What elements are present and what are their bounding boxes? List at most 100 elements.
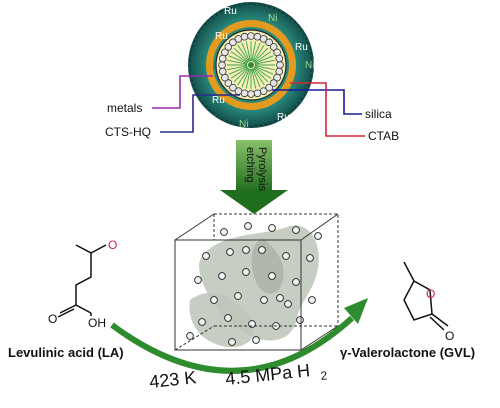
reaction-temperature: 423 K [148,367,197,392]
pressure-text: 4.5 MPa H [224,360,311,389]
metals-leader-line [152,75,213,109]
ctab-chain [254,51,272,64]
silica-sphere [259,35,268,43]
cts-leader-line [160,94,240,133]
metal-nanoparticle [220,228,228,236]
ctab-chain [228,66,248,75]
metal-nanoparticles [186,222,322,346]
metal-nanoparticle [284,300,292,308]
silica-leader-line [272,89,362,115]
ni-label: Ni [268,13,277,24]
ctab-micelle [227,41,275,89]
ctab-chain [251,41,257,62]
metal-nanoparticle [292,278,300,286]
silica-sphere [247,90,255,98]
silica-sphere [218,67,227,76]
ctab-chain [252,44,265,62]
silica-sphere [221,48,229,57]
silica-sphere [269,79,278,87]
metal-nanoparticle [314,232,322,240]
metal-nanoparticle [226,248,234,256]
ctab-label: CTAB [368,129,399,143]
reaction-arrow-head [344,298,368,324]
ctab-chain [254,66,272,79]
ctab-chain [254,59,275,65]
ctab-chain [252,42,261,62]
levulinic-acid-structure [57,244,107,318]
silica-sphere [224,79,233,87]
silica-spheres [218,32,284,98]
ctab-chain [252,68,265,86]
metal-nanoparticle [242,246,250,254]
metal-nanoparticle [224,314,232,322]
metal-nanoparticle [258,246,266,254]
silica-sphere [229,38,237,47]
cts-hq-label: CTS-HQ [105,125,151,139]
ring-oxygen: O [426,287,435,301]
metal-nanoparticle [242,268,250,276]
silica-sphere [265,83,273,92]
metal-nanoparticle [260,296,268,304]
reaction-arrow [110,315,355,374]
ru-label: Ru [212,95,225,106]
metal-nanoparticle [296,316,304,324]
metal-nanoparticle [268,224,276,232]
metal-nanoparticle [252,336,260,344]
silica-sphere [265,38,273,47]
pore-network [189,293,255,348]
silica-sphere [247,32,255,40]
ctab-chain [253,67,269,83]
ni-label: Ni [305,60,314,71]
ctab-chain [241,42,250,62]
silica-sphere [273,73,281,82]
metal-nanoparticle [228,338,236,346]
ctab-chain [254,66,274,75]
reaction-pressure: 4.5 MPa H 2 [224,360,328,389]
ctab-chain [228,55,248,64]
ctab-chain [230,66,248,79]
ctab-chain [245,41,251,62]
silica-label: silica [365,107,392,121]
ctab-chain [233,47,249,63]
silica-sphere [218,61,226,69]
metal-nanoparticle [198,318,206,326]
metal-nanoparticle [276,294,284,302]
metal-nanoparticle [282,252,290,260]
ketone-oxygen: O [108,238,117,252]
ni-label: Ni [239,119,248,130]
product-name: γ-Valerolactone (GVL) [340,345,475,360]
gvl-structure [403,261,449,331]
silica-sphere [224,43,233,51]
core-shell-particle: Ru Ru Ru Ru Ru Ni Ni Ni [188,2,314,130]
ctab-chain [227,59,248,65]
process-arrow: etching Pyrolysis [220,140,288,214]
ctab-chain [254,65,275,71]
ctab-chain [227,65,248,71]
acid-oxygen: O [48,312,57,326]
silica-sphere [253,89,262,98]
ctab-chain [233,67,249,83]
ctab-chain [230,51,248,64]
ctab-chain [252,68,261,88]
metal-nanoparticle [308,296,316,304]
porous-carbon-cube [174,213,339,351]
metal-nanoparticle [202,252,210,260]
etching-label: etching [244,147,256,182]
metal-nanoparticle [218,272,226,280]
ctab-chain [237,68,250,86]
ctab-chain [241,68,250,88]
metal-nanoparticle [292,226,300,234]
metal-nanoparticle [234,292,242,300]
ru-label: Ru [295,42,308,53]
metal-nanoparticle [186,332,194,340]
ru-label: Ru [215,31,228,42]
metal-nanoparticle [194,276,202,284]
oh-label: OH [88,316,106,330]
silica-sphere [229,83,237,92]
carbonyl-oxygen: O [445,329,454,343]
hydrogen-subscript: 2 [320,368,328,383]
micelle-center [248,62,254,68]
metal-nanoparticle [306,254,314,262]
ctab-chain [245,68,251,89]
